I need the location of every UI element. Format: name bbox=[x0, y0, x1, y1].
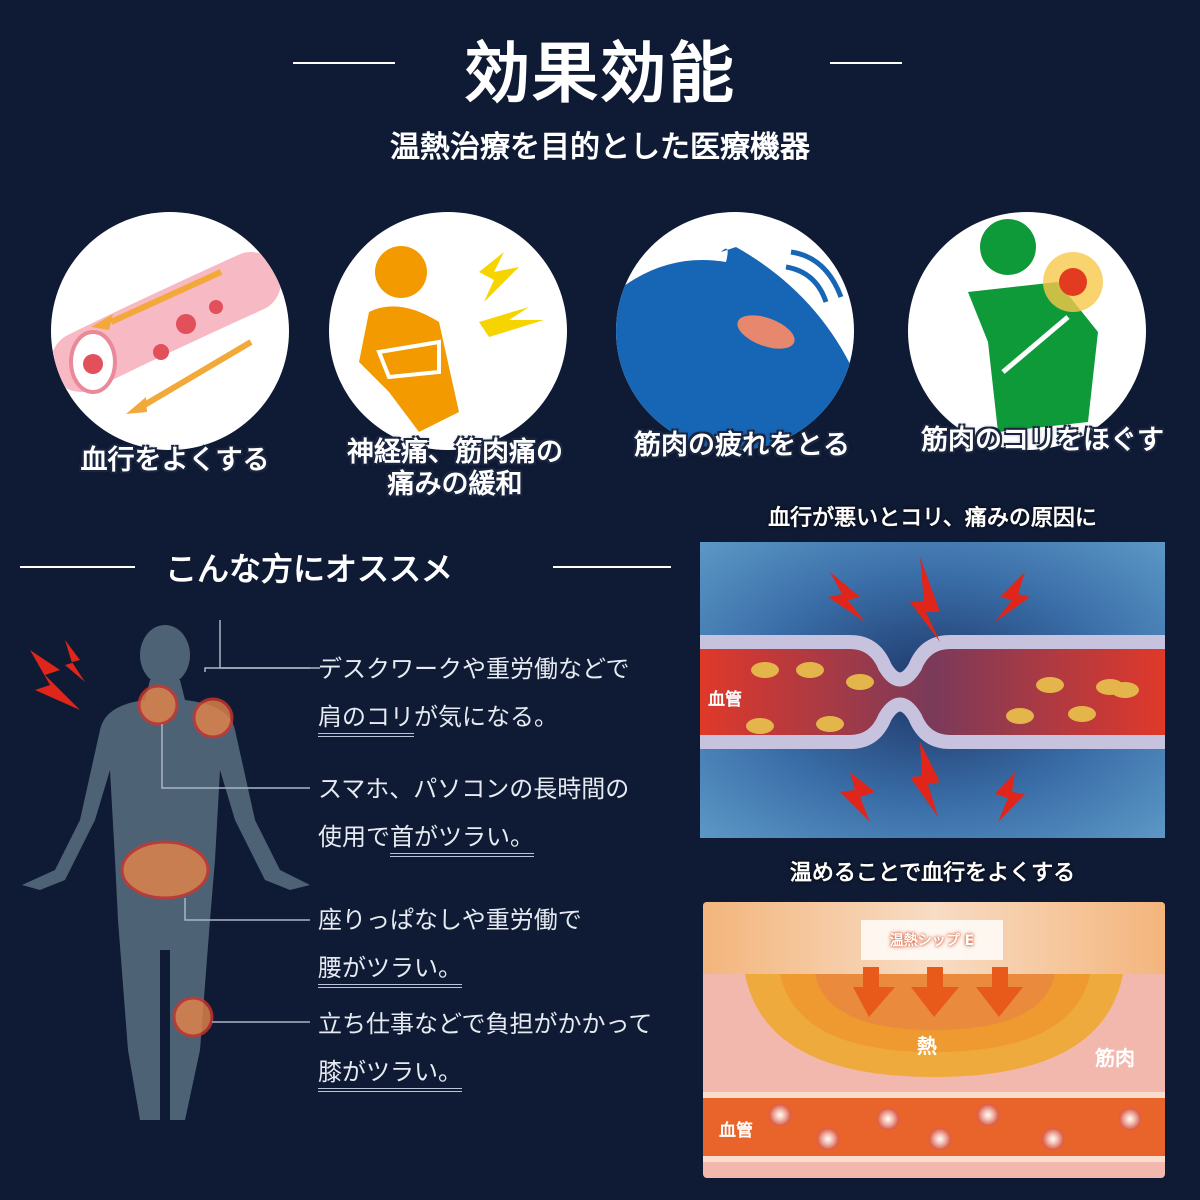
benefit-label-line: 神経痛、筋肉痛の bbox=[347, 437, 563, 468]
blood-cell bbox=[877, 1108, 899, 1130]
benefit-label-line: 痛みの緩和 bbox=[387, 469, 523, 500]
shoulder-muscle-icon bbox=[616, 212, 854, 450]
poor-circulation-diagram: 血管 bbox=[700, 542, 1165, 838]
recommend-highlight: 首がツラい。 bbox=[390, 823, 534, 857]
blood-cell bbox=[1042, 1128, 1064, 1150]
lightning-icon bbox=[828, 557, 1030, 822]
recommend-item: デスクワークや重労働などで 肩のコリが気になる。 bbox=[318, 645, 630, 741]
page-title: 効果効能 bbox=[464, 35, 736, 112]
section-divider-left bbox=[20, 566, 135, 568]
recommend-item: スマホ、パソコンの長時間の 使用で首がツラい。 bbox=[318, 765, 629, 861]
lightning-icon bbox=[30, 650, 80, 710]
pain-person-icon bbox=[329, 212, 567, 450]
recommend-line: が気になる。 bbox=[414, 703, 558, 731]
warming-diagram: 温熱シップ E 熱 筋肉 血管 bbox=[703, 902, 1165, 1178]
recommend-highlight: 腰がツラい。 bbox=[318, 954, 462, 988]
benefit-label: 神経痛、筋肉痛の 痛みの緩和 bbox=[320, 437, 590, 501]
muscle-label: 筋肉 bbox=[1095, 1046, 1135, 1070]
sore-shoulder-person-icon bbox=[908, 212, 1146, 450]
recommend-line: デスクワークや重労働などで bbox=[318, 655, 630, 683]
section-divider-right bbox=[553, 566, 671, 568]
blood-cell bbox=[977, 1104, 999, 1126]
benefit-label: 筋肉のコリをほぐす bbox=[921, 425, 1164, 456]
heat-arrow-icon bbox=[853, 967, 1023, 1017]
recommend-item: 座りっぱなしや重労働で 腰がツラい。 bbox=[318, 896, 582, 992]
recommend-line: 立ち仕事などで負担がかかって bbox=[318, 1010, 653, 1038]
blood-vessel-icon bbox=[51, 212, 289, 450]
benefit-label: 筋肉の疲れをとる bbox=[634, 430, 850, 461]
recommend-line: 使用で bbox=[318, 823, 390, 851]
patch-label-box: 温熱シップ E bbox=[861, 920, 1003, 960]
recommend-heading: こんな方にオススメ bbox=[165, 550, 454, 588]
recommend-line: スマホ、パソコンの長時間の bbox=[318, 775, 630, 803]
recommend-highlight: 肩のコリ bbox=[318, 703, 414, 737]
blood-cell bbox=[769, 1104, 791, 1126]
recommend-line: 座りっぱなしや重労働で bbox=[318, 906, 582, 934]
patch-label: 温熱シップ E bbox=[889, 933, 975, 949]
blood-cell bbox=[929, 1128, 951, 1150]
page-subtitle: 温熱治療を目的とした医療機器 bbox=[390, 130, 810, 165]
diagram1-title: 血行が悪いとコリ、痛みの原因に bbox=[768, 506, 1097, 531]
title-divider-left bbox=[293, 62, 395, 64]
benefit-label: 血行をよくする bbox=[80, 445, 270, 476]
blood-cell bbox=[1119, 1108, 1141, 1130]
human-body-figure bbox=[22, 620, 320, 1120]
blood-cell bbox=[817, 1128, 839, 1150]
vessel-label: 血管 bbox=[708, 690, 742, 710]
diagram2-title: 温めることで血行をよくする bbox=[789, 861, 1076, 886]
title-divider-right bbox=[830, 62, 902, 64]
vessel-label: 血管 bbox=[719, 1121, 753, 1141]
heat-label: 熱 bbox=[917, 1034, 937, 1058]
recommend-item: 立ち仕事などで負担がかかって 膝がツラい。 bbox=[318, 1000, 652, 1096]
recommend-highlight: 膝がツラい。 bbox=[318, 1058, 462, 1092]
